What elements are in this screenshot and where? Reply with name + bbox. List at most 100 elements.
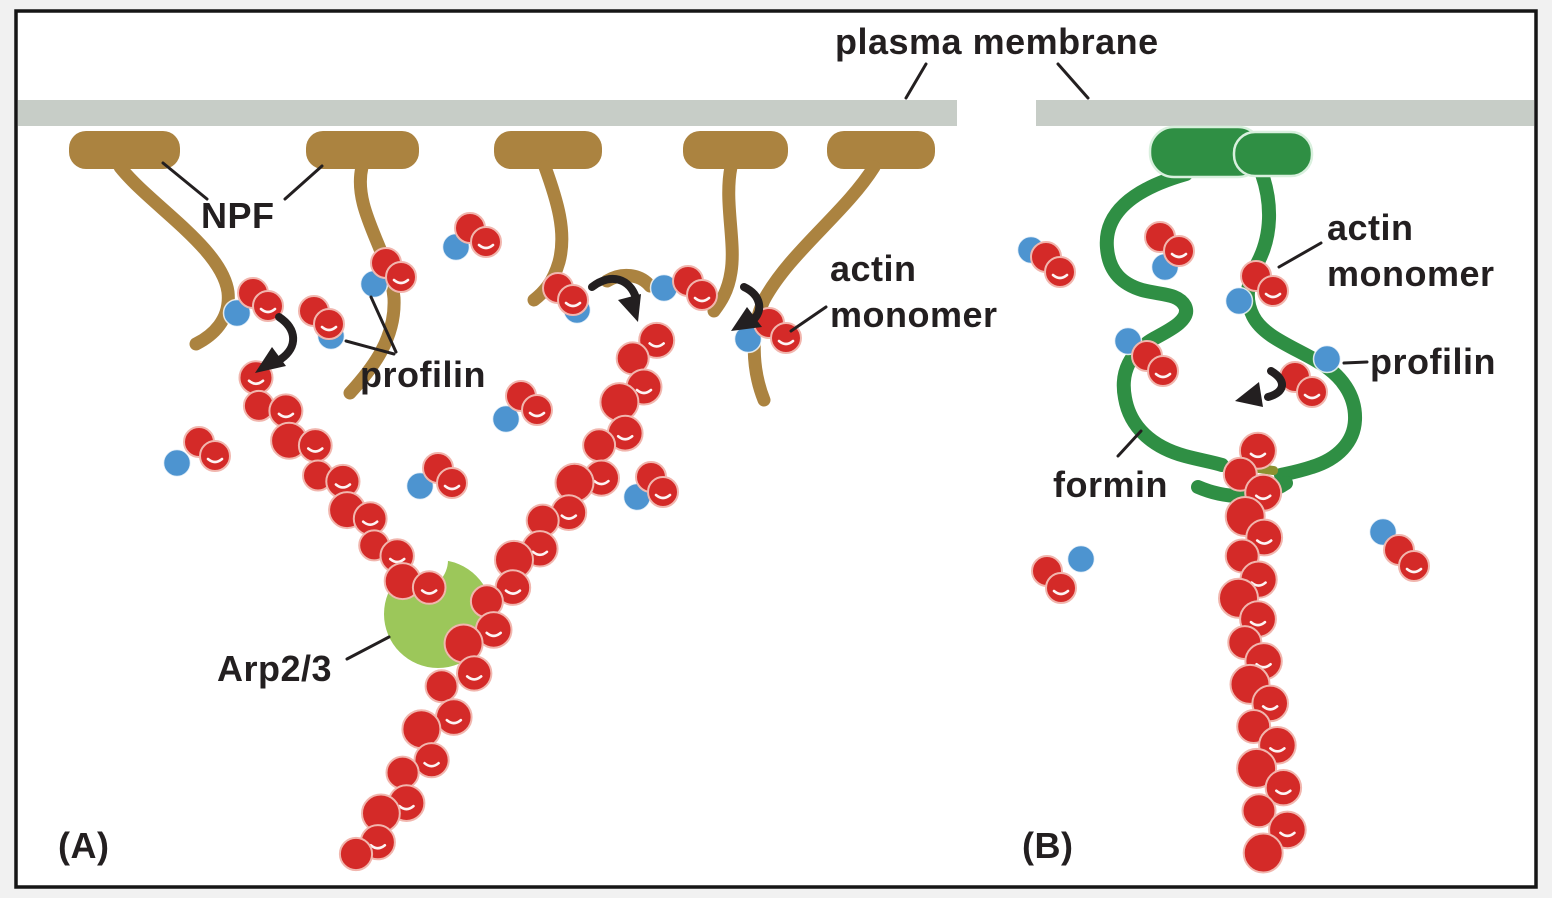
label-arp23: Arp2/3 [217, 648, 332, 689]
profilin-molecule [491, 404, 521, 434]
actin-monomer-molecule [436, 467, 468, 499]
profilin-actin [649, 265, 718, 311]
labels: plasma membrane NPF profilin actin monom… [58, 21, 1496, 866]
actin-monomer-molecule [1045, 572, 1077, 604]
profilin-molecule [1066, 544, 1096, 574]
actin-subunit [297, 428, 333, 463]
profilin-actin [491, 380, 553, 434]
profilin-actin [1031, 544, 1096, 604]
actin-subunit [1236, 747, 1278, 789]
profilin-actin [298, 295, 346, 351]
pointer-npf-left [161, 161, 209, 201]
actin-subunit [1268, 810, 1307, 850]
actin-subunit [338, 836, 374, 872]
profilin-molecule [1312, 344, 1342, 374]
actin-monomer-molecule [1398, 550, 1430, 582]
transfer-arrow-1-head [255, 347, 286, 373]
npf-head-5 [827, 131, 935, 169]
transfer-arrow-4 [1264, 367, 1286, 401]
pointer-arp23 [345, 635, 391, 661]
profilin-actin [622, 461, 679, 512]
profilin-actin [441, 212, 502, 262]
pointer-profilin-a-1 [369, 295, 398, 354]
profilin-actin [222, 277, 284, 328]
profilin-actin [405, 452, 468, 501]
monomer-transfer-arrows [255, 274, 1286, 407]
npf-head-1 [69, 131, 180, 169]
profilin-actin [1016, 235, 1076, 288]
profilin-actin [542, 272, 592, 325]
formin-arm-left [1099, 167, 1229, 472]
label-profilin-b: profilin [1370, 341, 1496, 382]
pointer-actin-monomer-a [789, 305, 828, 333]
formin-head-right [1232, 130, 1314, 178]
pointer-profilin-b [1342, 360, 1369, 365]
pointer-lines [161, 62, 1369, 661]
npf-tail-1 [113, 160, 235, 351]
label-actin-monomer-a-line2: monomer [830, 294, 998, 335]
actin-subunit [456, 655, 493, 692]
label-actin-monomer-b-line2: monomer [1327, 253, 1495, 294]
label-npf: NPF [201, 195, 275, 236]
actin-filament-mother [338, 321, 676, 872]
actin-subunit [424, 669, 459, 704]
label-actin-monomer-a-line1: actin [830, 248, 917, 289]
actin-monomer-molecule [686, 279, 718, 311]
transfer-arrow-2-head [618, 294, 641, 322]
label-plasma-membrane: plasma membrane [835, 21, 1159, 62]
pointer-actin-monomer-b [1277, 241, 1323, 269]
profilin-actin [162, 426, 231, 478]
actin-monomer-molecule [1257, 275, 1289, 307]
pointer-plasma-membrane-right [1056, 62, 1090, 100]
transfer-arrow-2 [588, 274, 640, 302]
plasma-membrane-left [18, 100, 957, 126]
actin-monomer-molecule [385, 261, 417, 293]
actin-monomer-molecule [557, 284, 589, 316]
label-panel-a: (A) [58, 825, 109, 866]
pointer-profilin-a-2 [344, 339, 396, 356]
profilin-actin-labeled-b [1224, 260, 1289, 316]
actin-monomer-molecule [470, 226, 502, 258]
profilin-molecule [162, 448, 192, 478]
transfer-arrow-1 [275, 313, 298, 363]
npf-tail-4 [707, 160, 739, 318]
actin-subunit [385, 755, 420, 790]
actin-subunit [638, 321, 676, 359]
profilin-actin-labeled-profilin [1279, 344, 1342, 408]
pointer-npf-right [283, 164, 324, 201]
npf-proteins [69, 131, 935, 407]
pointer-plasma-membrane-left [904, 62, 928, 100]
actin-subunit [582, 428, 617, 463]
npf-tail-2 [343, 160, 401, 400]
profilin-actin [1113, 326, 1179, 387]
actin-monomer-molecule [1044, 256, 1076, 288]
pointer-formin [1116, 429, 1143, 458]
transfer-arrow-3-head [731, 307, 762, 331]
label-panel-b: (B) [1022, 825, 1073, 866]
profilin-molecule [1224, 286, 1254, 316]
actin-monomer-molecule [647, 476, 679, 508]
actin-subunit [599, 382, 640, 423]
profilin-actin [1144, 221, 1195, 282]
actin-subunit [1242, 832, 1284, 874]
actin-monomer-molecule [313, 308, 345, 340]
profilin-actin [359, 247, 417, 299]
actin-subunit [411, 570, 447, 605]
label-profilin-a: profilin [360, 354, 486, 395]
profilin-molecule [222, 298, 252, 328]
actin-monomer-molecule [252, 290, 284, 322]
npf-head-3 [494, 131, 602, 169]
actin-filament-formin [1218, 431, 1307, 874]
npf-tail-5 [747, 160, 881, 407]
npf-head-2 [306, 131, 419, 169]
actin-subunit [1264, 769, 1303, 807]
actin-monomer-molecule [1296, 376, 1328, 408]
transfer-arrow-4-head [1235, 382, 1263, 407]
actin-monomer-molecule [1163, 235, 1195, 267]
actin-subunit [413, 742, 450, 779]
actin-monomer-molecule [1147, 355, 1179, 387]
label-actin-monomer-b-line1: actin [1327, 207, 1414, 248]
label-formin: formin [1053, 464, 1168, 505]
